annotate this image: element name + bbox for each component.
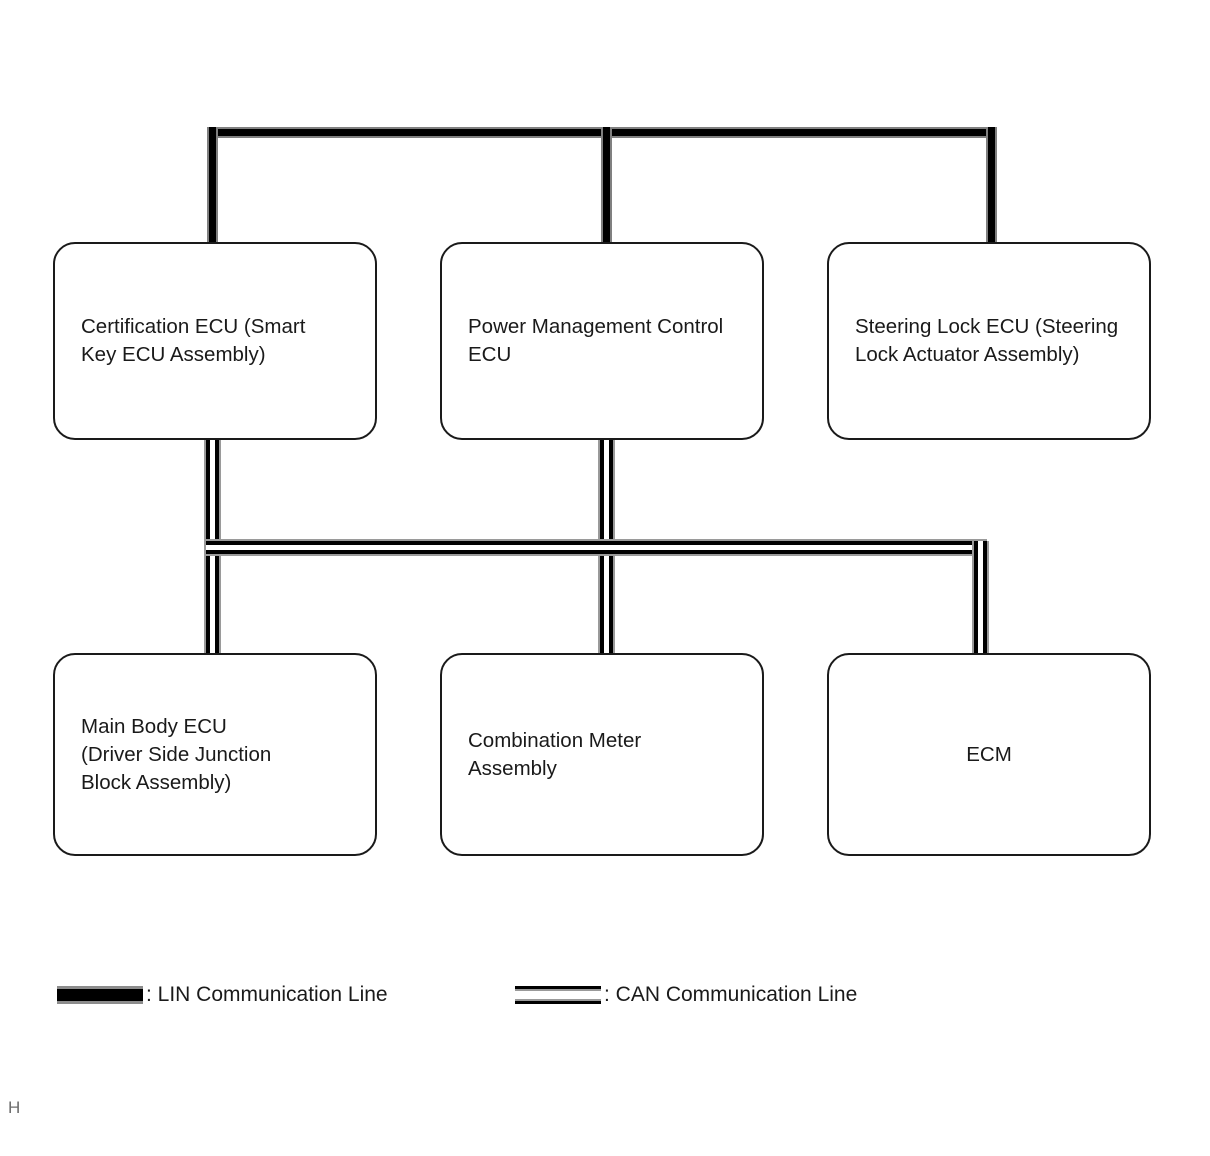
node-power-management-control-ecu[interactable]: Power Management Control ECU bbox=[440, 242, 764, 440]
node-steering-lock-ecu-label: Steering Lock ECU (Steering Lock Actuato… bbox=[855, 315, 1119, 366]
lin-drop-steering-lock-ecu bbox=[986, 127, 997, 249]
legend-lin: : LIN Communication Line bbox=[57, 983, 388, 1007]
node-steering-lock-ecu[interactable]: Steering Lock ECU (Steering Lock Actuato… bbox=[827, 242, 1151, 440]
node-ecm-label: ECM bbox=[966, 742, 1012, 766]
legend-can-label: : CAN Communication Line bbox=[604, 983, 858, 1006]
node-ecm[interactable]: ECM bbox=[827, 653, 1151, 856]
lin-drop-certification-ecu bbox=[207, 127, 218, 249]
node-combination-meter-assembly[interactable]: Combination Meter Assembly bbox=[440, 653, 764, 856]
lin-drop-power-management-ecu bbox=[601, 127, 612, 249]
legend-can: : CAN Communication Line bbox=[515, 983, 857, 1007]
can-bus-middle-horizontal bbox=[206, 539, 987, 556]
node-combination-meter-assembly-label: Combination Meter Assembly bbox=[468, 728, 642, 780]
node-main-body-ecu[interactable]: Main Body ECU (Driver Side Junction Bloc… bbox=[53, 653, 377, 856]
lin-line-swatch bbox=[57, 986, 143, 1004]
node-main-body-ecu-label: Main Body ECU (Driver Side Junction Bloc… bbox=[81, 714, 272, 794]
node-power-management-control-ecu-label: Power Management Control ECU bbox=[468, 315, 724, 366]
page-section-marker: H bbox=[8, 1098, 21, 1117]
can-drop-to-ecm bbox=[972, 541, 989, 660]
can-line-swatch bbox=[515, 986, 601, 1004]
node-certification-ecu[interactable]: Certification ECU (Smart Key ECU Assembl… bbox=[53, 242, 377, 440]
legend-lin-label: : LIN Communication Line bbox=[146, 983, 388, 1006]
node-certification-ecu-label: Certification ECU (Smart Key ECU Assembl… bbox=[81, 315, 306, 366]
